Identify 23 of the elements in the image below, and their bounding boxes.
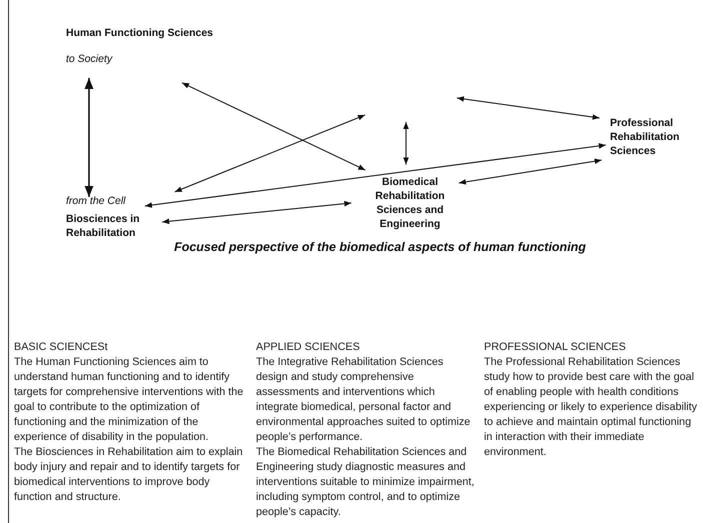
science-heading: Biosciences in Rehabilitation — [66, 212, 141, 240]
science-heading: Biomedical Rehabilitation Sciences and Engineering — [374, 175, 446, 231]
double-arrow — [162, 200, 352, 224]
description-paragraph: The Biomedical Rehabilitation Sciences and Engineering study diagnostic measures and interventions suitable to minimize impairment, including symptom control, and to optimize people’s capacity. — [256, 445, 476, 520]
column-heading: PROFESSIONAL SCIENCES — [484, 340, 627, 355]
description-paragraph: The Biosciences in Rehabilitation aim to explain body injury and repair and to identify targets for biomedical interventions to improve body function and structure. — [14, 445, 244, 505]
column-heading: BASIC SCIENCESt — [14, 340, 109, 355]
scale-label: from the Cell — [66, 194, 127, 208]
description-paragraph: The Integrative Rehabilitation Sciences design and study comprehensive assessments and interventions which integrate biomedical, personal factor and environmental approaches suited to optimize people’s performance. — [256, 355, 472, 445]
column-heading: APPLIED SCIENCES — [256, 340, 361, 355]
science-heading: Human Functioning Sciences — [66, 26, 214, 40]
double-arrow — [84, 78, 94, 197]
double-arrow — [403, 122, 409, 165]
description-paragraph: The Human Functioning Sciences aim to understand human functioning and to identify targets for comprehensive interventions with the goal to contribute to the optimization of functioning and the minimization of the experience of disability in the population. — [14, 355, 244, 445]
double-arrow — [456, 96, 600, 120]
scale-label: to Society — [66, 52, 114, 66]
caption: Focused perspective of the biomedical aspects of human functioning — [173, 240, 587, 254]
double-arrow — [458, 158, 602, 185]
double-arrow — [174, 114, 366, 192]
description-paragraph: The Professional Rehabilitation Sciences study how to provide best care with the goal of enabling people with health conditions experiencing or likely to experience disability to achieve and maintain optimal functioning in interaction with their immediate environment. — [484, 355, 698, 460]
double-arrow — [144, 143, 606, 208]
science-heading: Professional Rehabilitation Sciences — [610, 116, 680, 158]
double-arrow — [182, 82, 366, 171]
